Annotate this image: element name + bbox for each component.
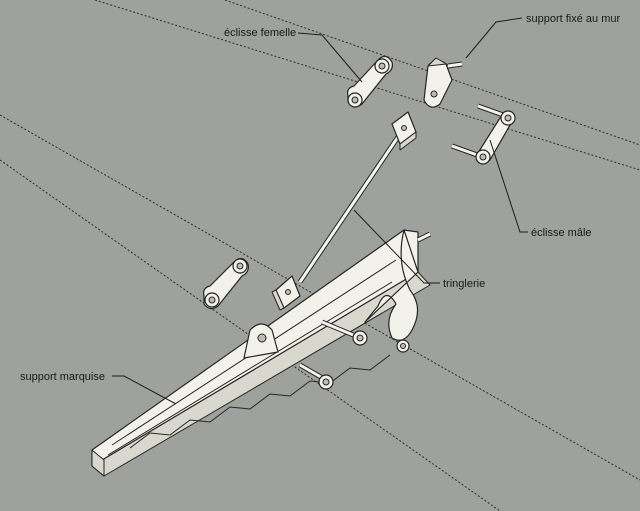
support-marquise-part bbox=[91, 229, 432, 477]
axis-line-2 bbox=[224, 0, 640, 146]
tringlerie-part bbox=[271, 111, 417, 311]
label-support-marquise: support marquise bbox=[20, 371, 105, 383]
leader-eclisse-male bbox=[489, 139, 528, 233]
bolt-2 bbox=[298, 362, 334, 390]
eclisse-femelle-lower-part bbox=[203, 257, 249, 310]
leader-eclisse-femelle bbox=[297, 32, 363, 83]
support-fixe-part bbox=[423, 57, 463, 108]
label-tringlerie: tringlerie bbox=[443, 278, 485, 290]
label-eclisse-male: éclisse mâle bbox=[531, 227, 592, 239]
eclisse-femelle-upper-part bbox=[347, 55, 393, 108]
diagram-labels: éclisse femelle support fixé au mur écli… bbox=[20, 13, 620, 383]
leader-tringlerie bbox=[353, 209, 440, 284]
leader-support-marquise bbox=[112, 375, 177, 405]
label-eclisse-femelle: éclisse femelle bbox=[224, 27, 296, 39]
leader-lines bbox=[112, 17, 528, 405]
label-support-fixe: support fixé au mur bbox=[526, 13, 620, 25]
eclisse-male-part bbox=[451, 103, 516, 165]
bolt-1 bbox=[321, 319, 368, 346]
leader-support-fixe bbox=[465, 17, 523, 59]
